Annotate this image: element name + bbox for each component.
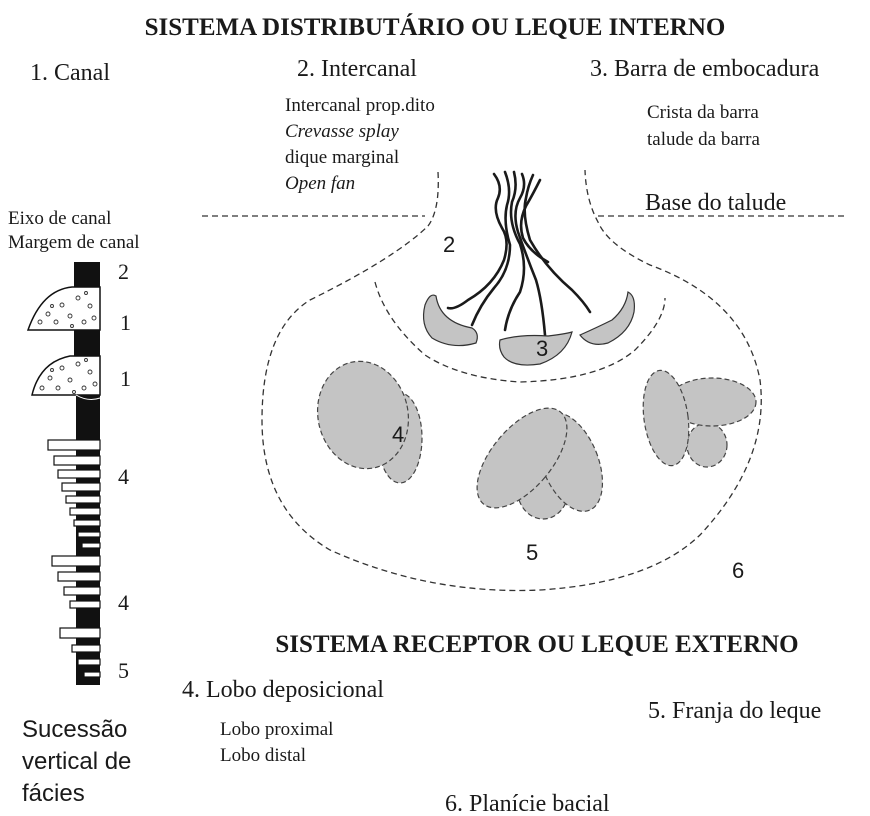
column-mud-top bbox=[74, 262, 100, 287]
column-label-lobo-2: 4 bbox=[118, 590, 129, 615]
column-label-franja: 5 bbox=[118, 658, 129, 683]
lobe-center-proximal bbox=[476, 407, 568, 509]
title-outer-fan: SISTEMA RECEPTOR OU LEQUE EXTERNO bbox=[275, 631, 798, 658]
barra-item-crista: Crista da barra bbox=[647, 102, 759, 123]
column-label-canal-1: 1 bbox=[120, 310, 131, 335]
lobo-item-distal: Lobo distal bbox=[220, 745, 306, 766]
column-sand-lens-1 bbox=[26, 286, 101, 331]
column-label-intercanal: 2 bbox=[118, 259, 129, 284]
lobes-center bbox=[476, 407, 604, 520]
channel-5 bbox=[523, 173, 592, 314]
fan-map: 2 3 4 5 6 bbox=[202, 169, 848, 592]
lobes-right bbox=[642, 369, 757, 468]
lobo-heading: 4. Lobo deposicional bbox=[182, 677, 384, 703]
canal-heading: 1. Canal bbox=[30, 60, 110, 86]
caption-line-3: fácies bbox=[22, 780, 85, 807]
intercanal-item-crevasse: Crevasse splay bbox=[285, 121, 399, 142]
column-label-lobo-1: 4 bbox=[118, 464, 129, 489]
channel-2 bbox=[470, 170, 512, 327]
channel-4 bbox=[514, 172, 547, 337]
caption-line-2: vertical de bbox=[22, 748, 131, 775]
intercanal-heading: 2. Intercanal bbox=[297, 56, 417, 82]
lobes-left bbox=[316, 360, 423, 484]
title-inner-fan: SISTEMA DISTRIBUTÁRIO OU LEQUE INTERNO bbox=[145, 13, 726, 41]
lobe-right-distal-1 bbox=[686, 422, 728, 468]
fan-outer-boundary bbox=[261, 169, 762, 592]
caption-line-1: Sucessão bbox=[22, 716, 127, 743]
map-label-franja: 5 bbox=[526, 540, 538, 565]
channel-6 bbox=[519, 178, 550, 264]
canal-item-eixo: Eixo de canal bbox=[8, 208, 111, 229]
channel-3 bbox=[503, 170, 526, 332]
column-sand-beds bbox=[47, 439, 101, 678]
column-mud-middle bbox=[74, 330, 100, 356]
map-label-planicie: 6 bbox=[732, 558, 744, 583]
lobe-right-proximal bbox=[642, 369, 690, 467]
map-label-lobo: 4 bbox=[392, 422, 404, 447]
barra-item-talude: talude da barra bbox=[647, 129, 760, 150]
inner-fan-boundary bbox=[374, 281, 666, 383]
franja-label: 5. Franja do leque bbox=[648, 698, 821, 724]
map-label-barra: 3 bbox=[536, 336, 548, 361]
column-pebbles-2 bbox=[39, 358, 98, 394]
channel-1 bbox=[446, 172, 508, 310]
barra-heading: 3. Barra de embocadura bbox=[590, 56, 820, 82]
lobe-left-proximal bbox=[316, 360, 410, 470]
facies-column bbox=[26, 262, 101, 685]
column-label-canal-2: 1 bbox=[120, 366, 131, 391]
mouth-bar-left bbox=[422, 294, 478, 347]
base-talude-label: Base do talude bbox=[645, 190, 786, 216]
distributary-channels bbox=[446, 170, 592, 337]
mouth-bar-center bbox=[498, 331, 573, 366]
map-label-intercanal: 2 bbox=[443, 232, 455, 257]
canal-item-margem: Margem de canal bbox=[8, 232, 140, 253]
intercanal-item-open-fan: Open fan bbox=[285, 173, 355, 194]
column-pebbles-1 bbox=[37, 291, 97, 328]
intercanal-item-proprio: Intercanal prop.dito bbox=[285, 95, 435, 116]
mouth-bar-right bbox=[579, 291, 635, 345]
planicie-label: 6. Planície bacial bbox=[445, 791, 610, 816]
lobo-item-proximal: Lobo proximal bbox=[220, 719, 333, 740]
intercanal-item-dique: dique marginal bbox=[285, 147, 399, 168]
column-sand-lens-2 bbox=[31, 355, 101, 396]
